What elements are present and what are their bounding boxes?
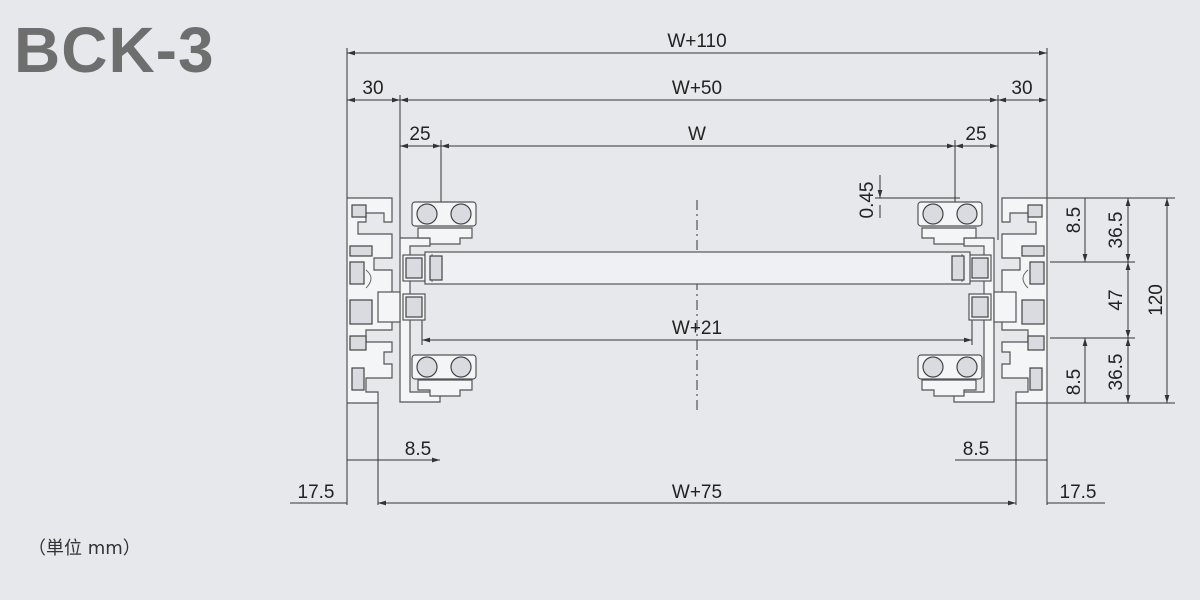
dim-v-0-45: 0.45: [857, 182, 878, 219]
dim-right-8-5: 8.5: [963, 439, 989, 460]
dim-v-120: 120: [1146, 284, 1167, 316]
dim-right-25: 25: [965, 124, 986, 145]
dim-w75: W+75: [672, 482, 722, 503]
dim-v-36-5-bottom: 36.5: [1106, 354, 1127, 391]
dim-left-8-5: 8.5: [405, 439, 431, 460]
dim-w110: W+110: [667, 31, 726, 52]
left-carriage: [377, 201, 477, 403]
dim-left-25: 25: [409, 124, 430, 145]
dim-v-8-5-top: 8.5: [1064, 207, 1085, 233]
dimension-labels: W+110 30 W+50 30 25 W 25 W+21 8.5 8.5 17…: [298, 31, 1167, 503]
horizontal-dimension-lines: [290, 50, 1105, 506]
dim-w21: W+21: [672, 318, 722, 339]
dim-w: W: [688, 124, 706, 145]
roller-tube: [424, 251, 971, 285]
dim-right-30: 30: [1011, 78, 1032, 99]
right-frame-profile: [1001, 197, 1048, 404]
dim-left-17-5: 17.5: [298, 482, 335, 503]
dim-v-36-5-top: 36.5: [1106, 212, 1127, 249]
vertical-dimension-lines: [877, 175, 1170, 403]
unit-note: （単位 mm）: [28, 538, 141, 559]
right-carriage: [917, 201, 1017, 403]
dim-right-17-5: 17.5: [1060, 482, 1097, 503]
dim-v-8-5-bottom: 8.5: [1064, 369, 1085, 395]
dim-w50: W+50: [672, 78, 722, 99]
extension-lines: [346, 48, 1175, 505]
page-title: BCK-3: [14, 14, 215, 86]
dim-left-30: 30: [362, 78, 383, 99]
dim-v-47: 47: [1106, 289, 1127, 310]
left-frame-profile: [346, 197, 393, 404]
